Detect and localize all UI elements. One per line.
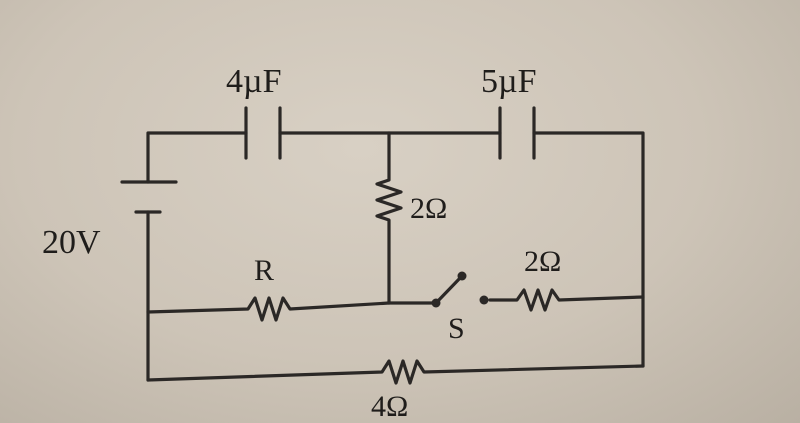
switch-label: S: [448, 312, 465, 345]
res-right-2ohm: [488, 288, 645, 312]
res-R: [146, 296, 391, 322]
res-bottom-4ohm: [146, 359, 645, 385]
wire-right: [532, 131, 645, 368]
switch-contact-top: [457, 271, 467, 281]
res-right-label: 2Ω: [524, 245, 561, 278]
cap-left-label: 4µF: [226, 63, 282, 100]
wire-top-left: [146, 131, 248, 184]
cap-right-label: 5µF: [481, 63, 537, 100]
switch-lever[interactable]: [434, 274, 464, 305]
battery-label: 20V: [42, 224, 101, 261]
res-middle-2ohm: [375, 131, 403, 305]
switch-contact-right: [479, 295, 489, 305]
res-middle-label: 2Ω: [410, 192, 447, 225]
res-R-label: R: [254, 254, 274, 287]
res-bottom-label: 4Ω: [371, 390, 408, 423]
